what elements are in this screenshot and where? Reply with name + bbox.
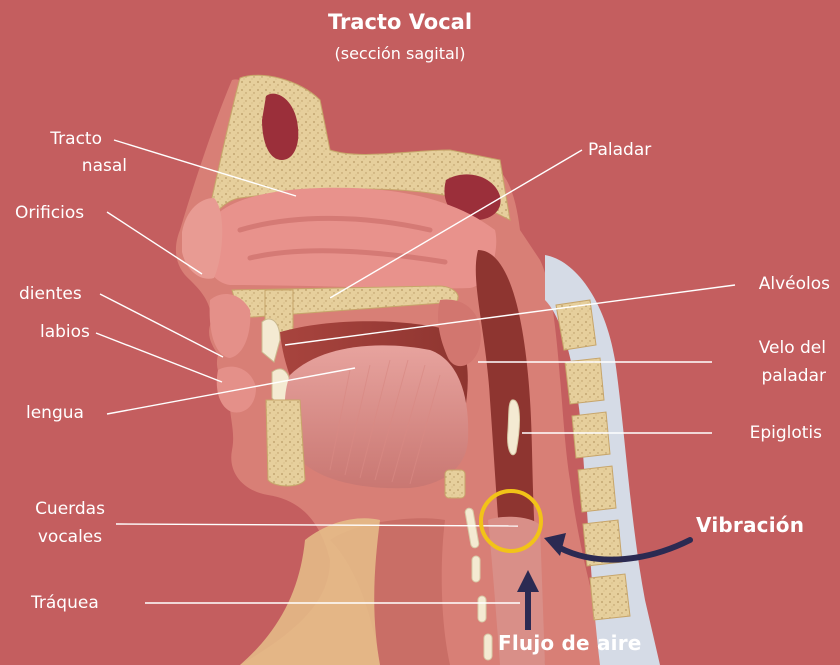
label-lengua: lengua — [26, 403, 84, 424]
annotation-flujo-de-aire: Flujo de aire — [498, 633, 642, 654]
label-velo-line1: Velo del — [720, 338, 826, 359]
head-section-illustration — [176, 75, 660, 665]
label-velo-line2: paladar — [720, 366, 826, 387]
label-epiglotis: Epiglotis — [710, 423, 822, 444]
label-alveolos: Alvéolos — [720, 274, 830, 295]
label-tracto-nasal-line2: nasal — [20, 156, 127, 177]
label-orificios: Orificios — [15, 203, 84, 224]
leader-dientes — [100, 294, 223, 357]
diagram-title: Tracto Vocal — [0, 10, 800, 34]
tongue — [285, 345, 468, 488]
label-tracto-nasal-line1: Tracto — [20, 129, 102, 150]
diagram-subtitle: (sección sagital) — [0, 44, 800, 63]
label-traquea: Tráquea — [31, 593, 99, 614]
hyoid — [445, 470, 465, 498]
label-paladar: Paladar — [588, 140, 651, 161]
mandible — [266, 400, 305, 486]
label-cuerdas-line1: Cuerdas — [20, 499, 120, 520]
label-cuerdas-line2: vocales — [20, 527, 120, 548]
label-dientes: dientes — [19, 284, 82, 305]
annotation-vibracion: Vibración — [696, 515, 804, 536]
neck-fat — [240, 518, 380, 665]
label-labios: labios — [40, 322, 90, 343]
leader-labios — [96, 333, 222, 382]
